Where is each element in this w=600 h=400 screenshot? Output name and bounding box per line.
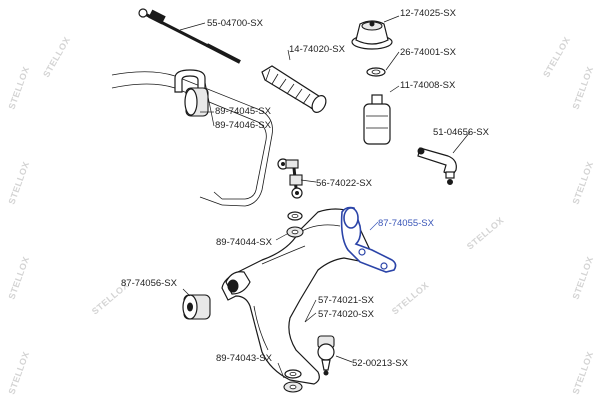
label-12-74025: 12-74025-SX xyxy=(400,8,457,19)
stabilizer-link xyxy=(277,158,303,199)
label-14-74020: 14-74020-SX xyxy=(289,44,346,55)
leader-line xyxy=(204,81,215,127)
watermark-text: STELLOX xyxy=(6,350,31,396)
label-89-74043: 89-74043-SX xyxy=(216,353,273,364)
leader-line xyxy=(385,51,400,71)
label-11-74008: 11-74008-SX xyxy=(400,80,456,91)
label-57-74021: 57-74021-SX xyxy=(318,295,375,306)
label-89-74045: 89-74045-SX xyxy=(215,106,272,117)
steering-boot xyxy=(261,65,327,113)
leader-line xyxy=(287,49,291,61)
label-52-00213: 52-00213-SX xyxy=(352,358,409,369)
leader-line xyxy=(304,312,317,323)
label-87-74056: 87-74056-SX xyxy=(121,278,178,289)
watermark-text: STELLOX xyxy=(6,65,31,111)
stabilizer-bushing-bracket xyxy=(174,69,209,117)
watermark-text: STELLOX xyxy=(541,35,572,79)
label-89-74044: 89-74044-SX xyxy=(216,237,273,248)
leader-line xyxy=(277,362,285,379)
leader-line xyxy=(452,131,471,154)
watermark-text: STELLOX xyxy=(6,255,31,301)
leader-line xyxy=(304,299,317,323)
rear-bushing xyxy=(182,294,211,320)
watermark-left: STELLOX STELLOX STELLOX STELLOX STELLOX xyxy=(6,35,72,396)
tie-rod xyxy=(138,8,241,64)
strut-bearing xyxy=(366,67,386,77)
bump-stop-boot xyxy=(363,94,391,145)
front-bushing-bracket xyxy=(340,206,397,273)
leader-line xyxy=(389,85,400,93)
label-26-74001: 26-74001-SX xyxy=(400,47,457,58)
watermark-text: STELLOX xyxy=(570,255,595,301)
washer-lower xyxy=(283,369,303,393)
watermark-text: STELLOX xyxy=(465,215,506,252)
label-89-74046: 89-74046-SX xyxy=(215,120,272,131)
ball-joint xyxy=(317,335,335,376)
watermark-text: STELLOX xyxy=(570,160,595,206)
label-51-04656: 51-04656-SX xyxy=(433,127,490,138)
label-56-74022: 56-74022-SX xyxy=(316,178,373,189)
watermark-text: STELLOX xyxy=(390,280,431,317)
label-57-74020: 57-74020-SX xyxy=(318,309,375,320)
leader-line xyxy=(300,179,317,183)
strut-top-mount xyxy=(351,20,393,50)
watermark-text: STELLOX xyxy=(570,350,595,396)
washer-upper xyxy=(286,211,304,238)
stabilizer-bar xyxy=(111,71,273,207)
label-55-04700: 55-04700-SX xyxy=(207,18,264,29)
tie-rod-end xyxy=(417,147,457,185)
leader-line xyxy=(335,355,353,363)
watermark-right: STELLOX STELLOX STELLOX STELLOX STELLOX xyxy=(541,35,595,396)
watermark-text: STELLOX xyxy=(570,65,595,111)
label-87-74055: 87-74055-SX xyxy=(378,218,435,229)
leader-line xyxy=(179,22,206,31)
watermark-text: STELLOX xyxy=(41,35,72,79)
leader-line xyxy=(383,15,400,23)
lower-control-arm xyxy=(221,208,371,385)
leader-line xyxy=(275,233,288,241)
leader-line xyxy=(369,221,379,231)
watermark-text: STELLOX xyxy=(6,160,31,206)
leader-line xyxy=(182,288,191,297)
